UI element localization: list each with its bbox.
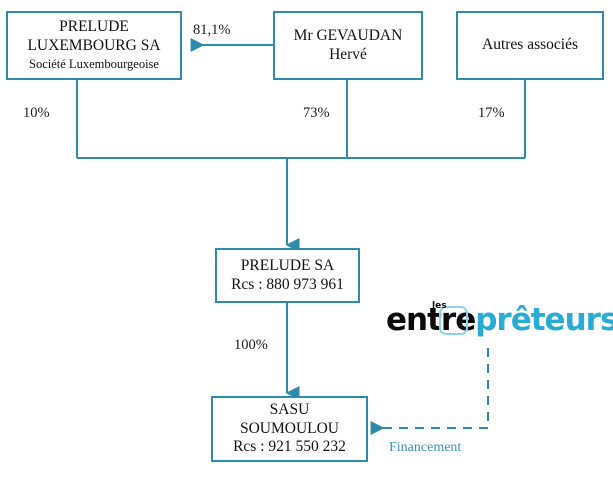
logo-text-les: les bbox=[432, 301, 447, 311]
node-line-2: Hervé bbox=[329, 45, 367, 63]
node-line-1: PRELUDE bbox=[59, 18, 129, 36]
node-line-1: SASU bbox=[269, 400, 310, 418]
edge-label-81-1-percent: 81,1% bbox=[193, 22, 231, 38]
node-line-2: SOUMOULOU bbox=[239, 419, 340, 437]
node-subtitle: Société Luxembourgeoise bbox=[29, 57, 159, 72]
edge-label-17-percent: 17% bbox=[478, 105, 505, 121]
node-line-2: Rcs : 880 973 961 bbox=[231, 275, 344, 293]
logo-badge-icon bbox=[439, 306, 468, 335]
edge-financement-to-sasu bbox=[370, 348, 489, 435]
node-autres-associes[interactable]: Autres associés bbox=[456, 11, 604, 80]
node-prelude-sa[interactable]: PRELUDE SA Rcs : 880 973 961 bbox=[215, 248, 360, 303]
node-line-3: Rcs : 921 550 232 bbox=[233, 438, 346, 456]
node-line-1: PRELUDE SA bbox=[240, 256, 335, 274]
node-sasu-soumoulou[interactable]: SASU SOUMOULOU Rcs : 921 550 232 bbox=[211, 396, 368, 462]
node-line-1: Autres associés bbox=[482, 36, 578, 54]
edge-label-100-percent: 100% bbox=[234, 337, 268, 353]
node-prelude-luxembourg[interactable]: PRELUDE LUXEMBOURG SA Société Luxembourg… bbox=[6, 11, 182, 80]
node-gevaudan[interactable]: Mr GEVAUDAN Hervé bbox=[273, 11, 423, 80]
edge-label-73-percent: 73% bbox=[303, 105, 330, 121]
edge-label-financement: Financement bbox=[389, 440, 462, 455]
edge-label-10-percent: 10% bbox=[23, 105, 50, 121]
node-line-1: Mr GEVAUDAN bbox=[293, 26, 403, 44]
node-line-2: LUXEMBOURG SA bbox=[27, 37, 161, 55]
logo-text-blue: prêteurs bbox=[475, 302, 613, 338]
